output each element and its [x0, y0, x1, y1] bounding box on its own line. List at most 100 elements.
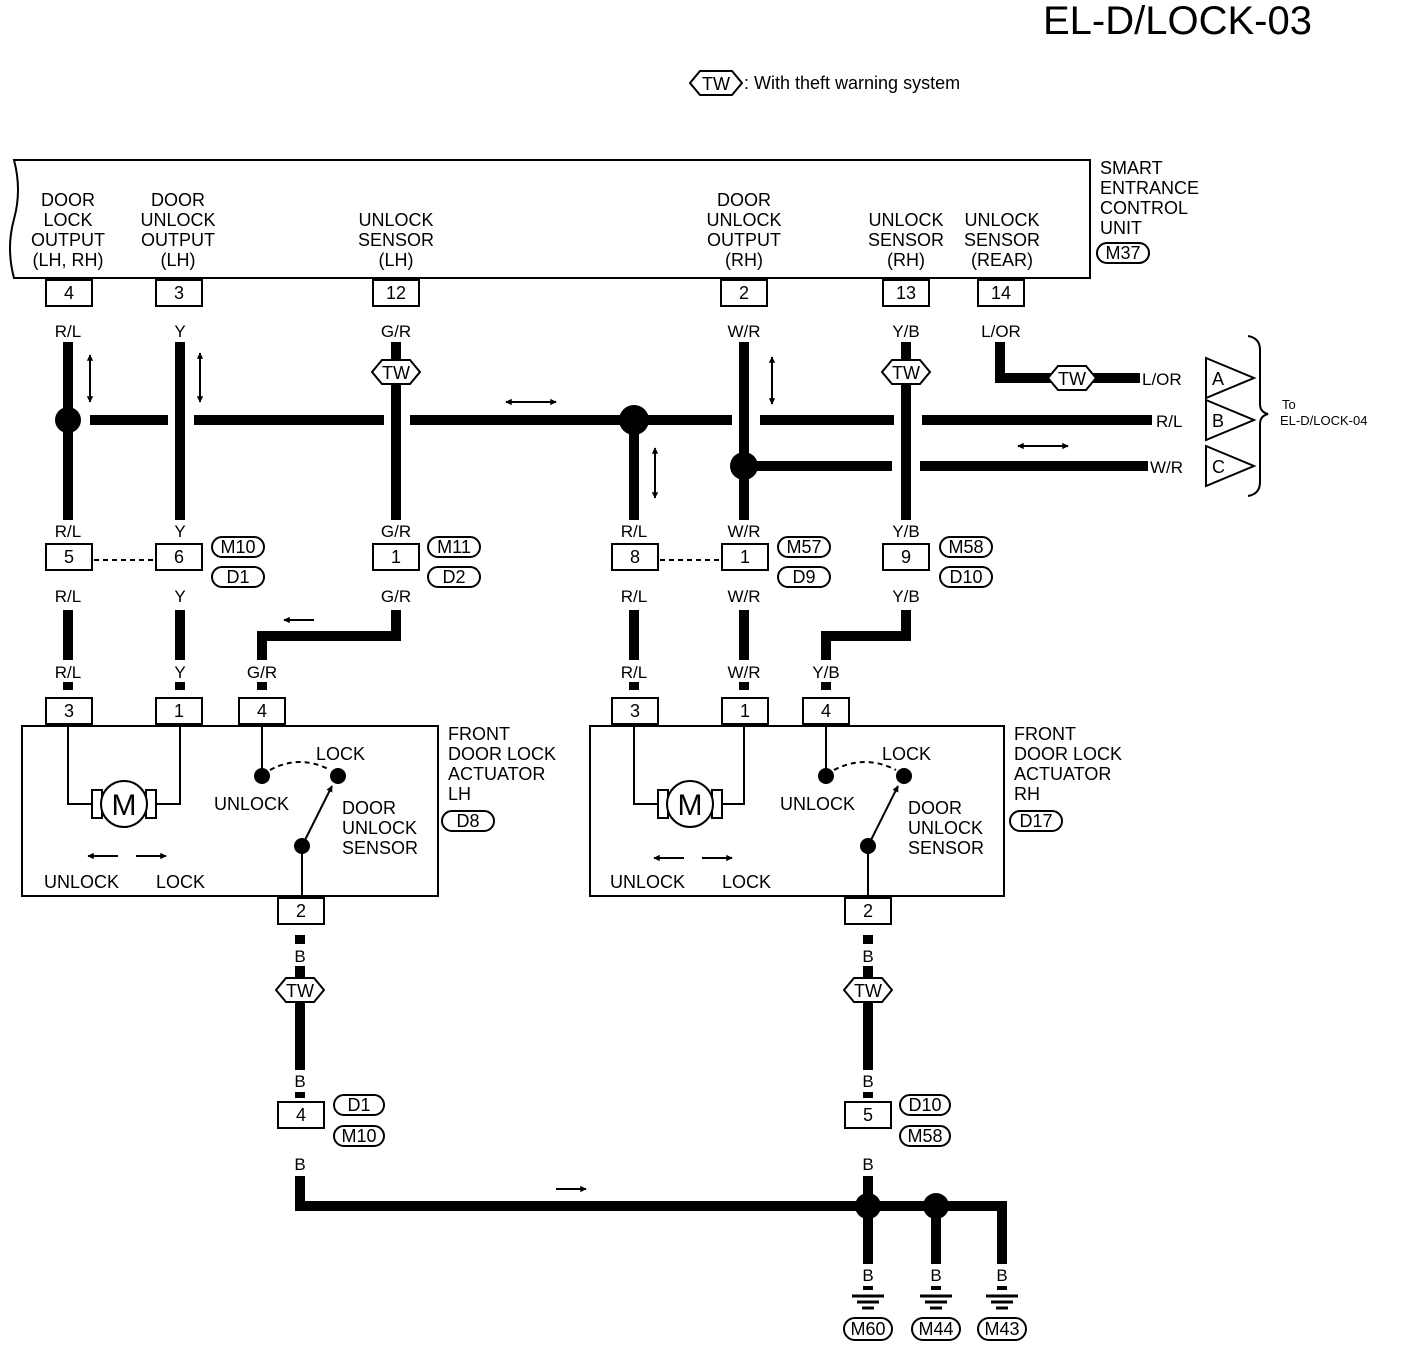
wire-label: L/OR: [981, 322, 1021, 341]
wire-label: Y/B: [812, 663, 839, 682]
actuator-rh: 3 1 4 2 M LOCK UNLOCK DOOR UNLOCK SENSOR…: [589, 697, 1122, 925]
unit-terminal-labels: DOOR LOCK OUTPUT (LH, RH) DOOR UNLOCK OU…: [31, 190, 1040, 270]
actuator-wire-labels: R/L Y G/R R/L W/R Y/B: [48, 660, 846, 682]
wire-label: B: [996, 1266, 1007, 1285]
connector-id: D10: [908, 1095, 941, 1115]
arrow-lock-label: LOCK: [156, 872, 205, 892]
motor-symbol: M: [678, 789, 703, 822]
t4-label-2: LOCK: [43, 210, 92, 230]
ground-symbols: M60 M44 M43: [843, 1294, 1027, 1341]
wire-label: R/L: [55, 522, 81, 541]
wire-label: R/L: [621, 663, 647, 682]
ground-id: M43: [984, 1319, 1019, 1339]
ground-connectors: 4 D1 M10 5 D10 M58: [277, 1094, 951, 1147]
ground-id: M44: [918, 1319, 953, 1339]
unit-pin-12: 12: [386, 283, 406, 303]
sensor-label-1: DOOR: [342, 798, 396, 818]
wire-label: Y: [174, 587, 185, 606]
connector-id: D10: [949, 567, 982, 587]
wire-label: R/L: [55, 587, 81, 606]
connector-id: D9: [792, 567, 815, 587]
connector-id: M10: [341, 1126, 376, 1146]
t12-label-1: UNLOCK: [358, 210, 433, 230]
unit-pin-2: 2: [739, 283, 749, 303]
actuator-lh-pin-2: 2: [296, 901, 306, 921]
unit-name-line-4: UNIT: [1100, 218, 1142, 238]
actuator-name-3: ACTUATOR: [448, 764, 545, 784]
actuator-name-2: DOOR LOCK: [448, 744, 556, 764]
connector-id: M11: [437, 537, 471, 557]
wire-label: Y/B: [892, 322, 919, 341]
offpage-wire-c: W/R: [1150, 458, 1183, 477]
tw-mark: TW: [382, 363, 410, 383]
sensor-label-3: SENSOR: [908, 838, 984, 858]
wire-label: G/R: [247, 663, 277, 682]
t13-label-3: (RH): [887, 250, 925, 270]
wire-label: B: [294, 947, 305, 966]
t3-label-4: (LH): [161, 250, 196, 270]
wire-labels-top: R/L Y G/R W/R Y/B L/OR: [48, 320, 1024, 342]
splice-points: [55, 405, 949, 1219]
actuator-rh-pin-1: 1: [740, 701, 750, 721]
t14-label-1: UNLOCK: [964, 210, 1039, 230]
flow-arrows: [86, 352, 1069, 1193]
t13-label-2: SENSOR: [868, 230, 944, 250]
sensor-label-1: DOOR: [908, 798, 962, 818]
offpage-letter-a: A: [1212, 369, 1224, 389]
harness-pin: 1: [391, 547, 401, 567]
unit-pin-13: 13: [896, 283, 916, 303]
tw-mark: TW: [892, 363, 920, 383]
t14-label-2: SENSOR: [964, 230, 1040, 250]
offpage-connectors: L/OR R/L W/R A B C To EL-D/LOCK-04: [1142, 335, 1367, 497]
unit-name-line-2: ENTRANCE: [1100, 178, 1199, 198]
t12-label-2: SENSOR: [358, 230, 434, 250]
actuator-lh-pin-3: 3: [64, 701, 74, 721]
actuator-name-2: DOOR LOCK: [1014, 744, 1122, 764]
offpage-letter-c: C: [1212, 457, 1225, 477]
t2-label-3: OUTPUT: [707, 230, 781, 250]
tw-mark: TW: [1058, 369, 1086, 389]
t12-label-3: (LH): [379, 250, 414, 270]
t3-label-1: DOOR: [151, 190, 205, 210]
harness-pin: 9: [901, 547, 911, 567]
wire-label: Y/B: [892, 587, 919, 606]
wire-label: R/L: [55, 322, 81, 341]
wire-label: G/R: [381, 522, 411, 541]
actuator-name-4: RH: [1014, 784, 1040, 804]
wire-label: B: [862, 1266, 873, 1285]
harness-pin: 5: [64, 547, 74, 567]
wire-label: W/R: [727, 322, 760, 341]
wire-label: B: [294, 1155, 305, 1174]
t14-label-3: (REAR): [971, 250, 1033, 270]
t3-label-2: UNLOCK: [140, 210, 215, 230]
sensor-label-3: SENSOR: [342, 838, 418, 858]
tw-mark: TW: [286, 981, 314, 1001]
unit-name-line-1: SMART: [1100, 158, 1163, 178]
connector-id: D2: [442, 567, 465, 587]
unit-pin-3: 3: [174, 283, 184, 303]
wire-label: Y: [174, 522, 185, 541]
harness-pin: 1: [740, 547, 750, 567]
wire-label: G/R: [381, 587, 411, 606]
harness-pin: 6: [174, 547, 184, 567]
wire-label: G/R: [381, 322, 411, 341]
unlock-label: UNLOCK: [214, 794, 289, 814]
actuator-lh-pin-1: 1: [174, 701, 184, 721]
actuator-name-3: ACTUATOR: [1014, 764, 1111, 784]
t2-label-2: UNLOCK: [706, 210, 781, 230]
actuator-rh-pin-4: 4: [821, 701, 831, 721]
connector-id: M58: [907, 1126, 942, 1146]
actuator-rh-pin-3: 3: [630, 701, 640, 721]
tw-mark: TW: [854, 981, 882, 1001]
legend: TW : With theft warning system: [688, 70, 960, 96]
actuator-rh-pin-2: 2: [863, 901, 873, 921]
t3-label-3: OUTPUT: [141, 230, 215, 250]
t4-label-1: DOOR: [41, 190, 95, 210]
wire-label: B: [862, 1072, 873, 1091]
tw-marks: TW TW TW TW TW: [274, 359, 1098, 1003]
actuator-lh-pin-4: 4: [257, 701, 267, 721]
connector-id: D1: [347, 1095, 370, 1115]
ground-connector-pin: 5: [863, 1105, 873, 1125]
page-code: EL-D/LOCK-03: [1043, 0, 1312, 43]
